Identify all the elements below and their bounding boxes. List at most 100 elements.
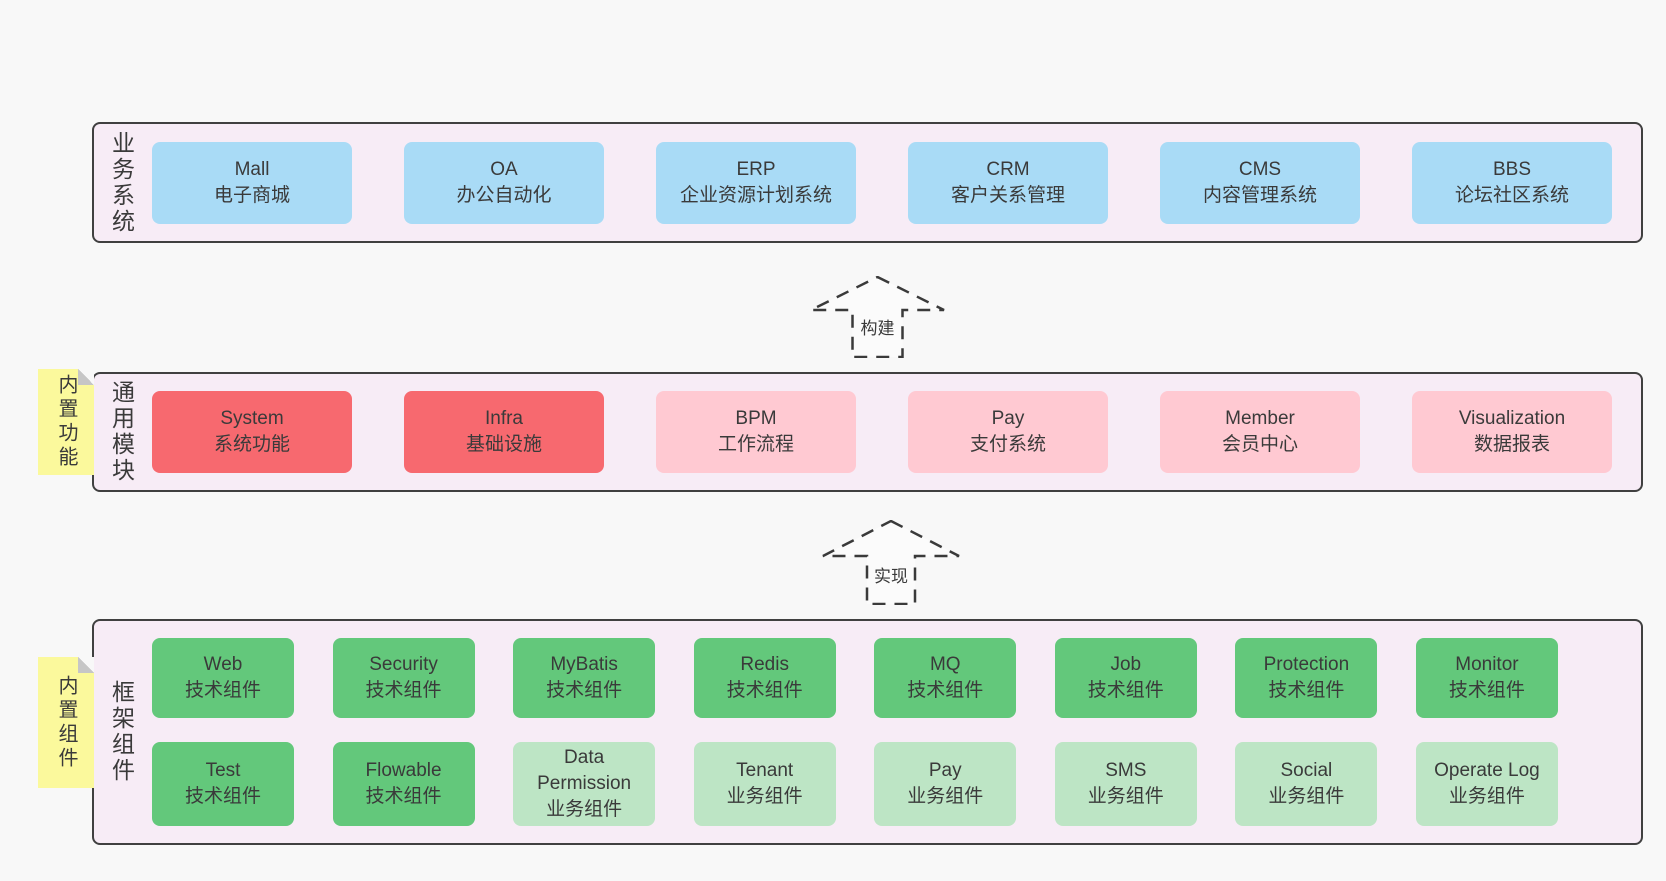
box-mq: MQ 技术组件 — [874, 638, 1017, 718]
box-subtitle: 业务组件 — [907, 786, 984, 807]
box-subtitle: 办公自动化 — [456, 184, 552, 206]
layer-label-column: 通用模块 — [94, 374, 148, 490]
box-title: Operate Log — [1434, 760, 1540, 781]
build-arrow: 构建 — [810, 276, 945, 358]
build-arrow-label: 构建 — [810, 314, 945, 339]
box-subtitle: 技术组件 — [184, 786, 261, 807]
sticky-note-builtin-features: 内置功能 — [38, 369, 94, 475]
box-subtitle: 数据报表 — [1473, 434, 1550, 455]
box-title: Infra — [484, 408, 524, 429]
box-title: SMS — [1105, 760, 1147, 781]
box-subtitle: 支付系统 — [969, 434, 1046, 455]
layer-common-modules-label: 通用模块 — [108, 380, 135, 484]
box-pay: Pay 支付系统 — [908, 391, 1108, 473]
box-protection: Protection 技术组件 — [1235, 638, 1378, 718]
box-title: System — [220, 408, 284, 429]
box-subtitle: 业务组件 — [1448, 786, 1525, 807]
box-subtitle: 业务组件 — [546, 799, 623, 820]
box-subtitle: 系统功能 — [213, 434, 290, 455]
box-title: Monitor — [1455, 654, 1519, 675]
layer-business-systems-label: 业务系统 — [108, 130, 135, 235]
box-subtitle: 内容管理系统 — [1202, 184, 1317, 206]
box-subtitle: 业务组件 — [1087, 786, 1164, 807]
box-subtitle: 电子商城 — [213, 184, 290, 206]
box-title: BBS — [1492, 158, 1532, 180]
layer-framework-components-label: 框架组件 — [108, 680, 135, 784]
sticky-text-column: 内置组件 — [38, 657, 94, 788]
box-subtitle: 会员中心 — [1221, 434, 1298, 455]
layer-common-modules: 通用模块 System 系统功能 Infra 基础设施 BPM 工作流程 Pay 支付系统 Me… — [92, 372, 1643, 492]
box-subtitle: 技术组件 — [1268, 680, 1345, 701]
box-test: Test 技术组件 — [152, 742, 294, 826]
box-sms: SMS 业务组件 — [1054, 742, 1197, 826]
box-subtitle: 客户关系管理 — [950, 184, 1065, 206]
box-security: Security 技术组件 — [332, 638, 475, 718]
box-visualization: Visualization 数据报表 — [1412, 391, 1612, 473]
box-monitor: Monitor 技术组件 — [1415, 638, 1558, 718]
box-subtitle: 技术组件 — [726, 680, 803, 701]
box-cms: CMS 内容管理系统 — [1160, 141, 1360, 224]
dashed-up-arrow-icon — [822, 520, 960, 605]
box-infra: Infra 基础设施 — [404, 391, 604, 473]
dashed-up-arrow-icon — [810, 276, 945, 358]
box-title: Redis — [740, 654, 789, 675]
box-tenant: Tenant 业务组件 — [693, 742, 836, 826]
box-title: Social — [1280, 760, 1333, 781]
box-subtitle: 论坛社区系统 — [1454, 184, 1569, 206]
box-title: CMS — [1238, 158, 1282, 180]
box-subtitle: 技术组件 — [365, 786, 442, 807]
box-title: BPM — [735, 408, 777, 429]
sticky-note-builtin-components: 内置组件 — [38, 657, 94, 788]
box-subtitle: 技术组件 — [184, 680, 261, 701]
box-title: Web — [203, 654, 243, 675]
folded-corner-icon — [78, 369, 94, 385]
box-title: ERP — [736, 158, 776, 180]
box-title: MyBatis — [550, 654, 618, 675]
box-title: MQ — [929, 654, 961, 675]
box-redis: Redis 技术组件 — [693, 638, 836, 718]
box-bpm: BPM 工作流程 — [656, 391, 856, 473]
box-title: Tenant — [736, 760, 794, 781]
box-title: CRM — [986, 158, 1030, 180]
implement-arrow-label: 实现 — [822, 562, 960, 587]
box-subtitle: 业务组件 — [726, 786, 803, 807]
box-title: Protection — [1263, 654, 1350, 675]
box-subtitle: 技术组件 — [1087, 680, 1164, 701]
box-social: Social 业务组件 — [1235, 742, 1378, 826]
folded-corner-icon — [78, 657, 94, 673]
box-pay: Pay 业务组件 — [874, 742, 1017, 826]
build-arrow-label-text: 构建 — [858, 319, 897, 338]
implement-arrow-label-text: 实现 — [872, 567, 910, 586]
box-subtitle: 技术组件 — [365, 680, 442, 701]
box-title: Pay — [991, 408, 1025, 429]
implement-arrow: 实现 — [822, 520, 960, 605]
box-title: Pay — [928, 760, 962, 781]
box-subtitle: 业务组件 — [1268, 786, 1345, 807]
box-title: Test — [205, 760, 241, 781]
box-mall: Mall 电子商城 — [152, 141, 352, 224]
box-title: Mall — [234, 158, 270, 180]
box-subtitle: 技术组件 — [907, 680, 984, 701]
box-operate-log: Operate Log 业务组件 — [1415, 742, 1558, 826]
box-web: Web 技术组件 — [152, 638, 294, 718]
box-subtitle: 技术组件 — [1448, 680, 1525, 701]
box-title: Flowable — [365, 760, 442, 781]
box-title: Visualization — [1458, 408, 1566, 429]
sticky-note-builtin-components-text: 内置组件 — [55, 674, 77, 771]
box-title: Security — [369, 654, 438, 675]
layer-label-column: 业务系统 — [94, 124, 148, 241]
box-subtitle: 基础设施 — [465, 434, 542, 455]
box-subtitle: 工作流程 — [717, 434, 794, 455]
